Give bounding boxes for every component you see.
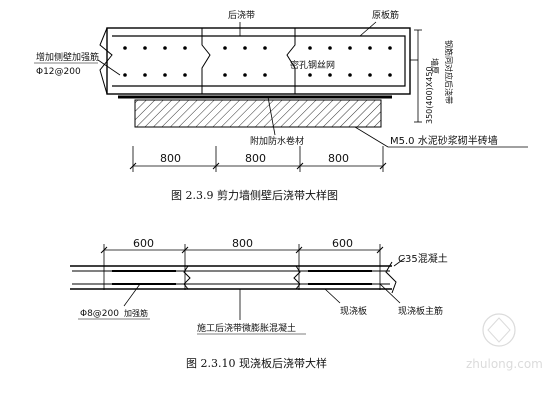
figure-1-wall-detail: 后浇带 原板筋 增加侧壁加强筋 Φ12@200 密孔钢丝网 附加防水卷材 M5.… (34, 9, 528, 202)
leader-brick (354, 126, 389, 148)
band-joint-left (201, 28, 211, 94)
dim-2-a: 600 (133, 237, 154, 250)
label-section-dim: 350(400)X450 (425, 66, 434, 124)
brick-wall-hatch (134, 99, 382, 128)
figure-1-caption: 图 2.3.9 剪力墙侧壁后浇带大样图 (171, 188, 338, 202)
band-joint-right (286, 28, 296, 94)
leader-orig-rebar (359, 21, 377, 37)
dim-1-b: 800 (245, 152, 266, 165)
bottom-rebar-dots (123, 73, 392, 77)
leader-phi8 (123, 283, 141, 307)
dim-1-a: 800 (160, 152, 181, 165)
dim-2-c: 600 (332, 237, 353, 250)
label-concrete-grade: C35混凝土 (398, 252, 448, 265)
label-slab-main-rebar: 现浇板主筋 (398, 305, 443, 317)
label-waterproof-membrane: 附加防水卷材 (250, 135, 304, 147)
label-added-side-rebar-spec: Φ12@200 (36, 67, 81, 77)
right-end-hook (398, 35, 406, 87)
dim-2-b: 800 (232, 237, 253, 250)
label-post-pour-band: 后浇带 (228, 9, 255, 21)
leader-cast-slab (324, 288, 341, 304)
label-cast-slab: 现浇板 (340, 305, 367, 317)
leader-waterproof (267, 96, 276, 136)
label-steel-mesh: 密孔钢丝网 (290, 59, 335, 71)
label-added-rebar-text: 加强筋 (124, 308, 148, 318)
label-brick-wall: M5.0 水泥砂浆砌半砖墙 (390, 134, 498, 147)
watermark-logo-icon (482, 313, 516, 347)
leader-concrete (393, 257, 406, 267)
slab-break-right (385, 261, 397, 294)
break-line-left (99, 27, 113, 95)
leader-side-rebar (97, 59, 121, 76)
figure-2-slab-detail: 600 800 600 C35混凝土 Φ8@200 加强筋 现浇板 现浇板主筋 … (70, 237, 448, 370)
label-added-rebar-spec: Φ8@200 (80, 309, 119, 319)
label-added-side-rebar: 增加侧壁加强筋 (36, 51, 99, 63)
slab-band-edge-right (293, 265, 301, 290)
top-rebar-dots (123, 46, 392, 50)
figure-2-caption: 图 2.3.10 现浇板后浇带大样 (186, 356, 327, 370)
dim-1-c: 800 (328, 152, 349, 165)
label-wall-thickness: 墙厚 (430, 58, 440, 74)
leader-main-rebar (379, 283, 401, 304)
slab-band-edge-left (183, 265, 191, 290)
label-original-rebar: 原板筋 (372, 9, 399, 21)
wall-section (106, 27, 411, 95)
label-vertical-note: 钢筋同对应后浇带 (444, 40, 454, 104)
label-expansion-concrete: 施工后浇带微膨胀混凝土 (197, 322, 296, 334)
watermark-text: zhulong.com (466, 357, 543, 371)
watermark: zhulong.com (466, 313, 543, 371)
